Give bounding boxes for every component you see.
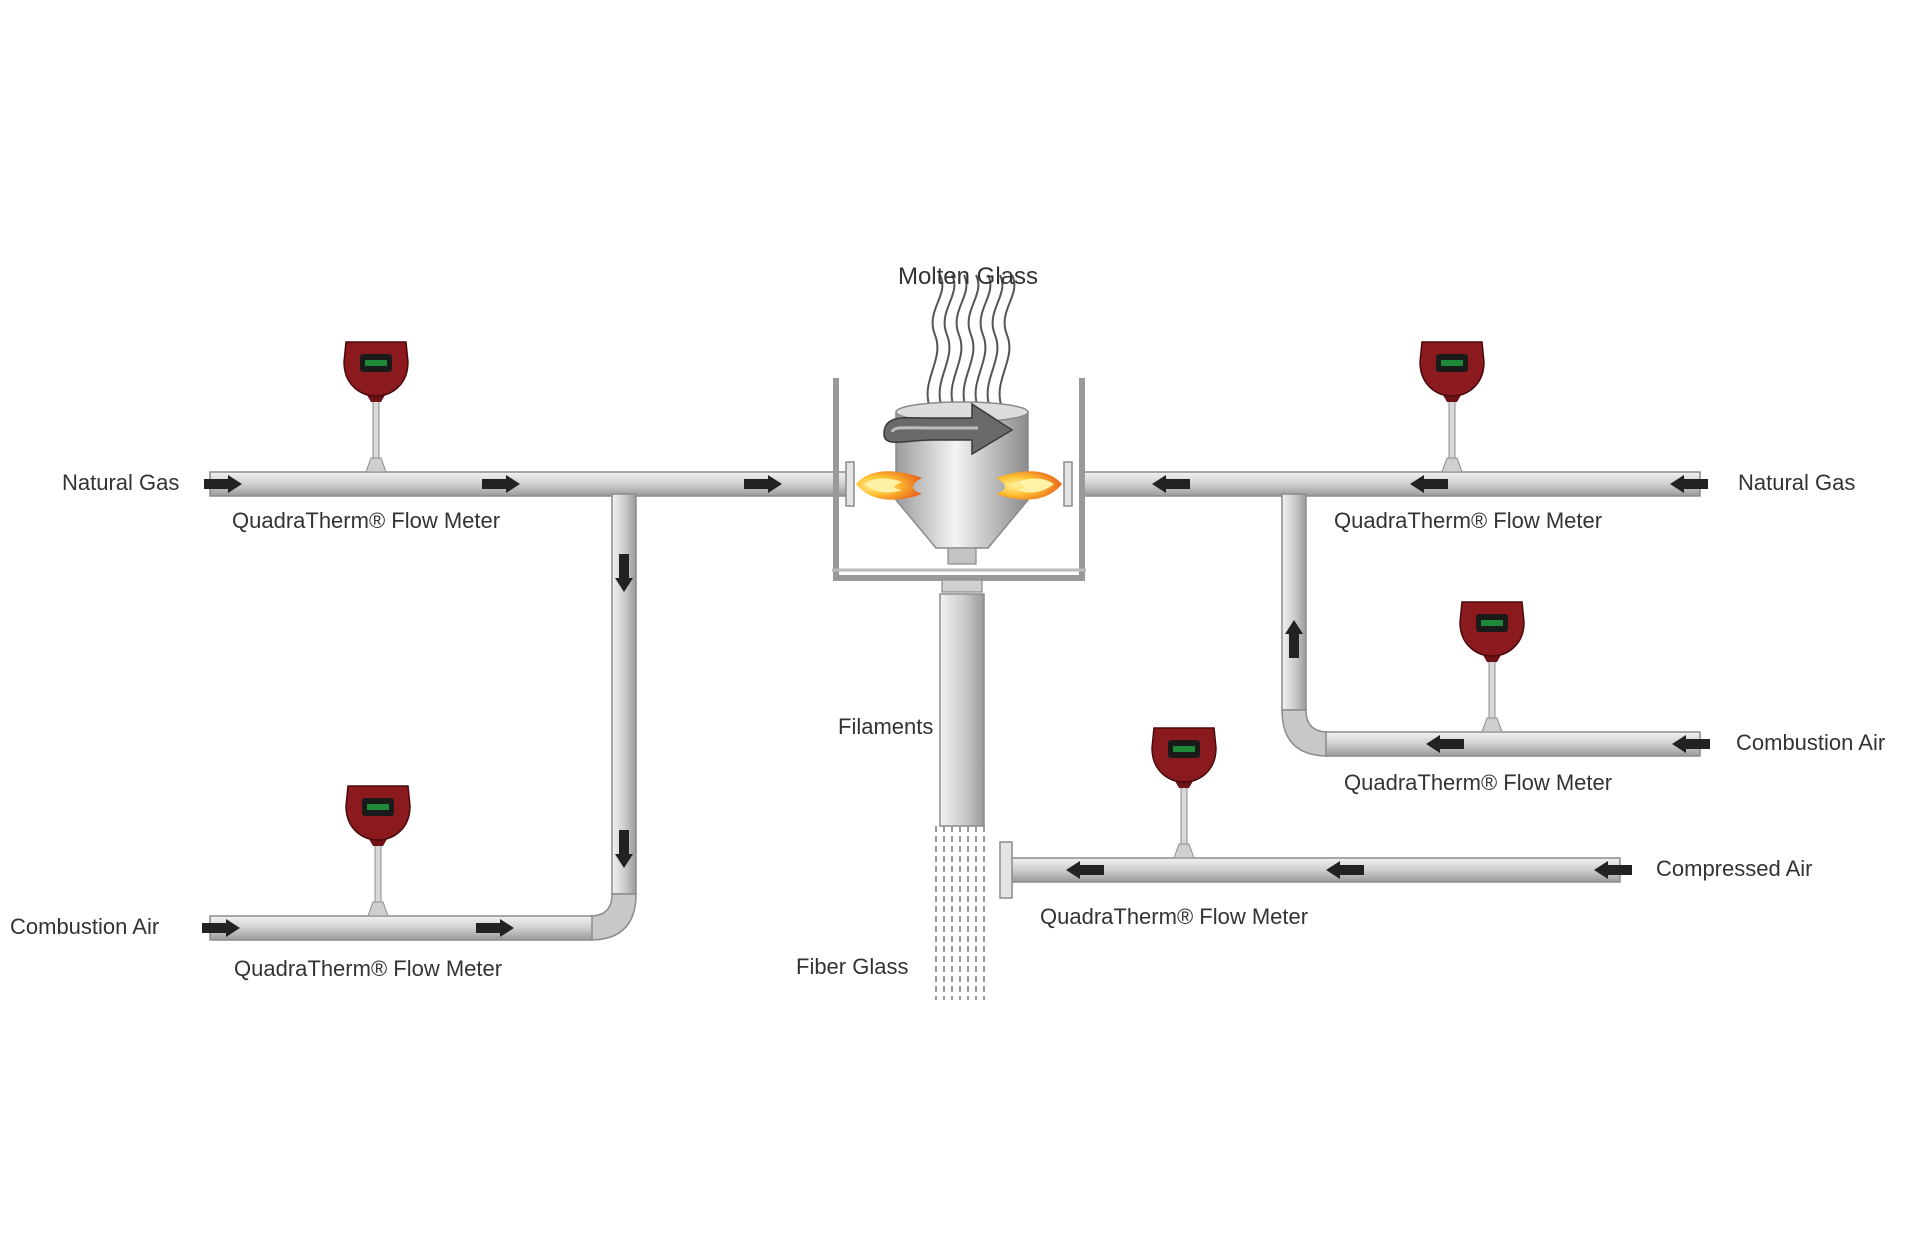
label-natural-gas-left: Natural Gas [62, 470, 179, 495]
flow-arrow-icon [1285, 620, 1303, 658]
flow-meters [343, 341, 1525, 917]
bushing [941, 579, 983, 593]
flow-arrow-icon [615, 830, 633, 868]
flow-arrows [202, 475, 1710, 937]
flow-meter-icon [345, 785, 411, 917]
pipe-compressed-air [1009, 857, 1621, 883]
flow-arrow-icon [1594, 861, 1632, 879]
furnace [832, 274, 1086, 1000]
flow-arrow-icon [482, 475, 520, 493]
fiber-glass-strands [935, 826, 985, 1000]
label-meter-bottom-left: QuadraTherm® Flow Meter [234, 956, 502, 981]
flame-icon [996, 471, 1062, 500]
filament-column [939, 593, 985, 827]
pipe-combustion-air-left [209, 915, 593, 941]
pipe-combustion-air-right [1325, 731, 1701, 757]
flow-meter-icon [1419, 341, 1485, 473]
flow-arrow-icon [1670, 475, 1708, 493]
molten-glass-streams [926, 274, 1016, 409]
label-compressed-air: Compressed Air [1656, 856, 1813, 881]
flow-arrow-icon [1326, 861, 1364, 879]
flow-meter-icon [343, 341, 409, 473]
flow-arrow-icon [744, 475, 782, 493]
labels: Molten Glass Natural Gas Natural Gas Qua… [10, 263, 1885, 981]
label-meter-top-right: QuadraTherm® Flow Meter [1334, 508, 1602, 533]
label-fiber-glass: Fiber Glass [796, 954, 908, 979]
flow-meter-icon [1151, 727, 1217, 859]
flow-meter-icon [1459, 601, 1525, 733]
label-combustion-air-right: Combustion Air [1736, 730, 1885, 755]
furnace-enclosure [833, 378, 1085, 581]
flow-arrow-icon [615, 554, 633, 592]
label-meter-bottom-center: QuadraTherm® Flow Meter [1040, 904, 1308, 929]
flame-icon [856, 471, 922, 500]
flow-arrow-icon [1152, 475, 1190, 493]
flow-arrow-icon [1410, 475, 1448, 493]
pipe-network [209, 471, 1701, 941]
flow-arrow-icon [1066, 861, 1104, 879]
label-molten-glass: Molten Glass [898, 263, 1038, 290]
label-filaments: Filaments [838, 714, 933, 739]
flow-arrow-icon [204, 475, 242, 493]
pipe-right-riser [1281, 493, 1307, 711]
pipe-left-elbow [589, 893, 637, 941]
label-meter-top-left: QuadraTherm® Flow Meter [232, 508, 500, 533]
flow-arrow-icon [1672, 735, 1710, 753]
flow-arrow-icon [1426, 735, 1464, 753]
label-natural-gas-right: Natural Gas [1738, 470, 1855, 495]
pipe-right-elbow [1281, 709, 1329, 757]
flow-arrow-icon [476, 919, 514, 937]
pipe-compressed-air-flange [999, 841, 1013, 899]
label-combustion-air-left: Combustion Air [10, 914, 159, 939]
label-meter-mid-right: QuadraTherm® Flow Meter [1344, 770, 1612, 795]
flow-arrow-icon [202, 919, 240, 937]
